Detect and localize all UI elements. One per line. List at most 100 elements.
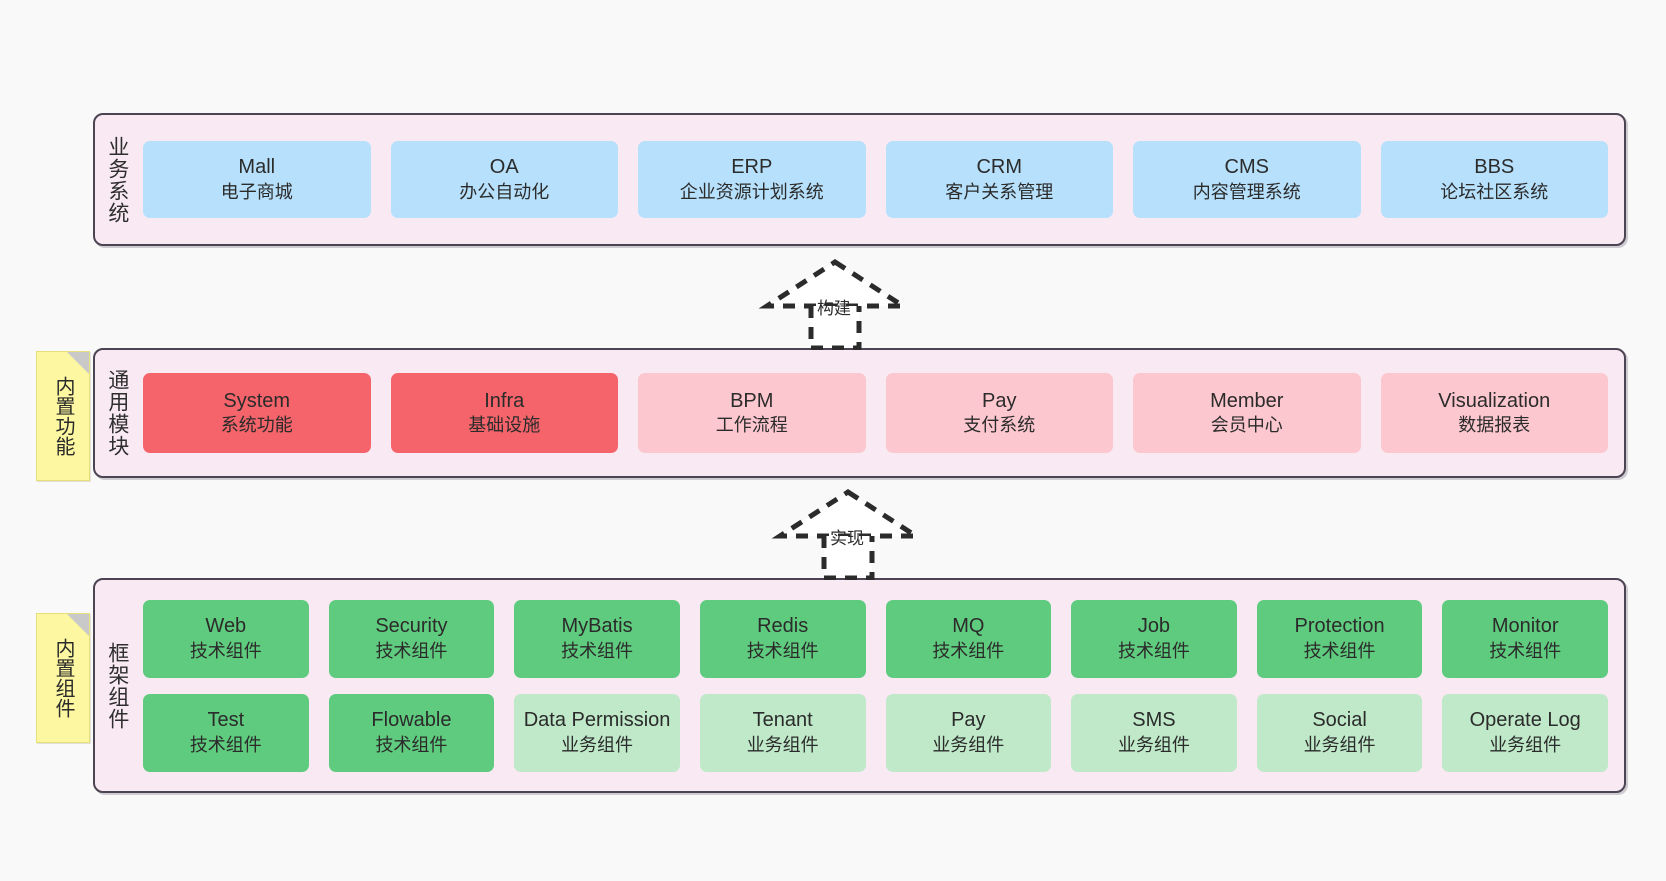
card-title-cn: 技术组件 <box>1303 640 1376 661</box>
card-job[interactable]: Job 技术组件 <box>1071 599 1237 678</box>
card-row: System 系统功能 Infra 基础设施 BPM 工作流程 Pay 支付系统… <box>143 373 1608 453</box>
card-title-en: SMS <box>1132 709 1176 732</box>
card-flowable[interactable]: Flowable 技术组件 <box>328 693 495 772</box>
card-title-cn: 业务组件 <box>1117 734 1190 755</box>
layer-body-common: System 系统功能 Infra 基础设施 BPM 工作流程 Pay 支付系统… <box>139 350 1624 476</box>
note-builtin-components: 内置组件 <box>36 613 90 743</box>
layer-title-common: 通用模块 <box>105 369 129 457</box>
card-title-cn: 企业资源计划系统 <box>679 181 824 202</box>
card-title-en: Mall <box>238 156 276 179</box>
connector-label-build: 构建 <box>817 299 851 318</box>
card-cms[interactable]: CMS 内容管理系统 <box>1133 141 1361 218</box>
layer-business-systems: 业务系统 Mall 电子商城 OA 办公自动化 ERP 企业资源计划系统 CRM… <box>93 113 1626 246</box>
layer-framework-components: 框架组件 Web 技术组件 Security 技术组件 MyBatis 技术组件… <box>93 578 1626 793</box>
card-title-cn: 技术组件 <box>189 640 262 661</box>
card-title-cn: 业务组件 <box>1303 734 1376 755</box>
card-title-cn: 工作流程 <box>715 415 788 436</box>
dashed-generalization-arrow-icon <box>771 489 925 581</box>
card-title-en: BBS <box>1474 156 1515 179</box>
card-title-en: Monitor <box>1491 615 1559 638</box>
card-oa[interactable]: OA 办公自动化 <box>390 141 618 218</box>
layer-body-frame: Web 技术组件 Security 技术组件 MyBatis 技术组件 Redi… <box>139 580 1624 791</box>
card-title-cn: 系统功能 <box>220 415 293 436</box>
card-mall[interactable]: Mall 电子商城 <box>143 141 371 218</box>
card-infra[interactable]: Infra 基础设施 <box>390 373 618 453</box>
connector-build-arrow: 构建 <box>755 258 915 351</box>
card-title-en: MQ <box>952 615 985 638</box>
card-row: Web 技术组件 Security 技术组件 MyBatis 技术组件 Redi… <box>143 599 1608 678</box>
card-title-cn: 技术组件 <box>746 640 819 661</box>
card-operate-log[interactable]: Operate Log 业务组件 <box>1442 693 1608 772</box>
card-title-en: Job <box>1137 615 1171 638</box>
dashed-generalization-arrow-icon <box>758 259 912 351</box>
note-builtin-features: 内置功能 <box>36 351 90 481</box>
layer-common-modules: 通用模块 System 系统功能 Infra 基础设施 BPM 工作流程 Pay… <box>93 348 1626 478</box>
card-bpm[interactable]: BPM 工作流程 <box>638 373 866 453</box>
page-fold-icon <box>67 352 89 374</box>
card-security[interactable]: Security 技术组件 <box>328 599 495 678</box>
card-title-en: Redis <box>757 615 809 638</box>
card-title-cn: 内容管理系统 <box>1192 181 1301 202</box>
card-title-en: Protection <box>1294 615 1385 638</box>
card-mybatis[interactable]: MyBatis 技术组件 <box>514 599 680 678</box>
card-title-en: Pay <box>982 389 1017 412</box>
connector-label-implement: 实现 <box>830 529 864 548</box>
card-title-cn: 办公自动化 <box>459 181 550 202</box>
card-title-cn: 客户关系管理 <box>945 181 1054 202</box>
card-data-permission[interactable]: Data Permission 业务组件 <box>514 693 680 772</box>
card-sms[interactable]: SMS 业务组件 <box>1071 693 1237 772</box>
card-title-cn: 业务组件 <box>561 734 634 755</box>
connector-implement-arrow: 实现 <box>768 488 928 581</box>
card-row: Test 技术组件 Flowable 技术组件 Data Permission … <box>143 693 1608 772</box>
card-title-en: MyBatis <box>561 615 633 638</box>
card-title-en: Web <box>205 615 247 638</box>
card-row: Mall 电子商城 OA 办公自动化 ERP 企业资源计划系统 CRM 客户关系… <box>143 141 1608 218</box>
note-label: 内置功能 <box>52 376 74 456</box>
card-title-cn: 电子商城 <box>220 181 293 202</box>
card-pay-module[interactable]: Pay 支付系统 <box>885 373 1113 453</box>
card-title-en: OA <box>489 156 519 179</box>
card-title-en: Member <box>1210 389 1284 412</box>
card-title-en: Operate Log <box>1469 709 1581 732</box>
card-title-en: Flowable <box>371 709 452 732</box>
card-protection[interactable]: Protection 技术组件 <box>1256 599 1423 678</box>
card-system[interactable]: System 系统功能 <box>143 373 371 453</box>
card-title-en: Pay <box>951 709 986 732</box>
card-title-en: BPM <box>730 389 774 412</box>
card-title-cn: 基础设施 <box>468 415 541 436</box>
page-fold-icon <box>67 614 89 636</box>
card-mq[interactable]: MQ 技术组件 <box>885 599 1052 678</box>
card-monitor[interactable]: Monitor 技术组件 <box>1442 599 1608 678</box>
card-title-cn: 技术组件 <box>561 640 634 661</box>
card-redis[interactable]: Redis 技术组件 <box>699 599 866 678</box>
card-title-en: CRM <box>976 156 1023 179</box>
card-title-cn: 业务组件 <box>1489 734 1562 755</box>
card-tenant[interactable]: Tenant 业务组件 <box>699 693 866 772</box>
card-title-cn: 业务组件 <box>932 734 1005 755</box>
card-erp[interactable]: ERP 企业资源计划系统 <box>638 141 866 218</box>
card-title-en: Security <box>375 615 448 638</box>
note-label: 内置组件 <box>52 638 74 718</box>
card-title-en: ERP <box>731 156 773 179</box>
card-title-cn: 技术组件 <box>932 640 1005 661</box>
card-test[interactable]: Test 技术组件 <box>143 693 309 772</box>
card-title-cn: 支付系统 <box>963 415 1036 436</box>
card-title-cn: 会员中心 <box>1210 415 1283 436</box>
card-title-en: System <box>223 389 291 412</box>
layer-title-frame: 框架组件 <box>105 641 129 730</box>
card-bbs[interactable]: BBS 论坛社区系统 <box>1380 141 1608 218</box>
card-title-cn: 数据报表 <box>1458 415 1531 436</box>
layer-body-business: Mall 电子商城 OA 办公自动化 ERP 企业资源计划系统 CRM 客户关系… <box>139 115 1624 244</box>
card-title-cn: 技术组件 <box>1489 640 1562 661</box>
card-title-en: Test <box>207 709 245 732</box>
card-member[interactable]: Member 会员中心 <box>1133 373 1361 453</box>
card-social[interactable]: Social 业务组件 <box>1256 693 1423 772</box>
card-title-en: Visualization <box>1438 389 1551 412</box>
card-pay-component[interactable]: Pay 业务组件 <box>885 693 1052 772</box>
card-visualization[interactable]: Visualization 数据报表 <box>1380 373 1608 453</box>
layer-title-business: 业务系统 <box>105 135 129 224</box>
card-title-cn: 技术组件 <box>189 734 262 755</box>
card-web[interactable]: Web 技术组件 <box>143 599 309 678</box>
card-crm[interactable]: CRM 客户关系管理 <box>885 141 1113 218</box>
